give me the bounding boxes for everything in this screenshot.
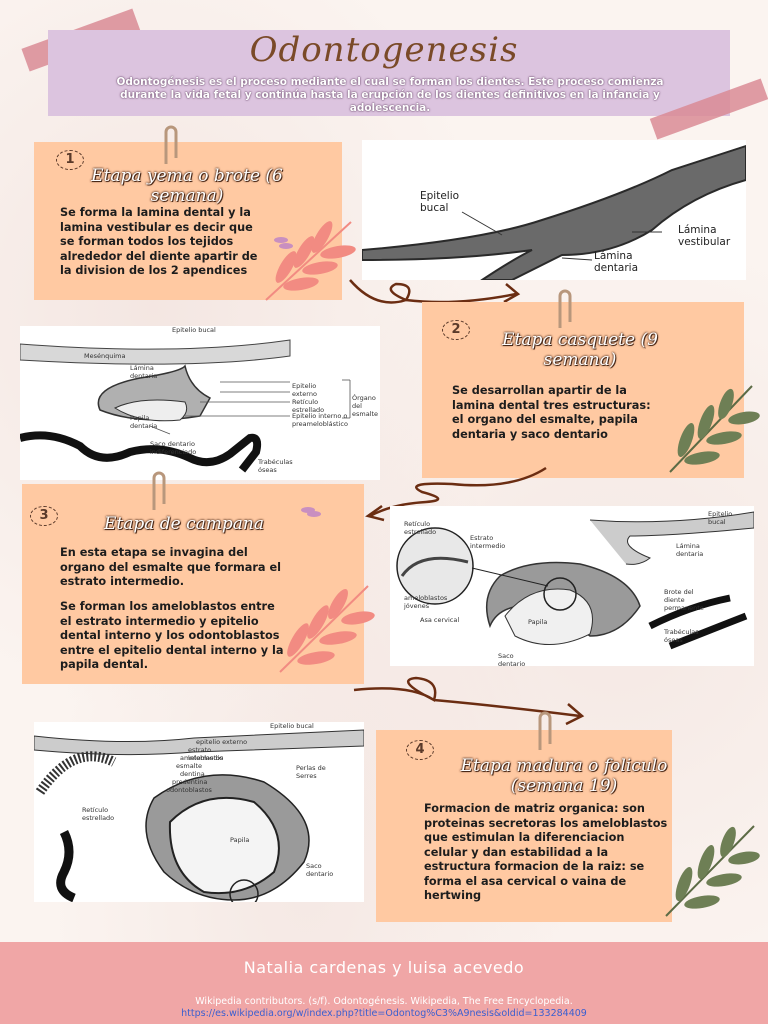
- stage-3-text-1: En esta etapa se invagina del organo del…: [60, 546, 282, 588]
- citation: Wikipedia contributors. (s/f). Odontogén…: [0, 996, 768, 1020]
- stage-2-leaf-icon: [656, 378, 766, 482]
- stage-3-number: 3: [30, 506, 58, 526]
- d3-label-6: Epitelio bucal: [708, 510, 733, 526]
- stage-3-leaf-icon: [268, 576, 384, 680]
- paperclip-icon: [534, 710, 556, 756]
- stage-1-leaf-icon: [256, 212, 366, 306]
- arrow-2-to-3: [362, 464, 552, 528]
- stage-4-title: Etapa madura o foliculo (semana 19): [460, 756, 668, 796]
- d3-label-4: Papila: [528, 618, 548, 626]
- d3-label-1: Estrato intermedio: [470, 534, 506, 550]
- header-banner: [48, 30, 730, 116]
- stage-4-number: 4: [406, 740, 434, 760]
- d2-label-0: Epitelio bucal: [172, 326, 216, 334]
- stage-3-text-2: Se forman los ameloblastos entre el estr…: [60, 600, 284, 671]
- diagram-mature-stage: [33, 722, 365, 909]
- diagram-bell-stage: [390, 506, 755, 666]
- d2-label-6: Papila dentaria: [130, 414, 158, 430]
- d4-label-10: Papila: [230, 836, 250, 844]
- stage-2-number: 2: [442, 320, 470, 340]
- d4-label-1: epitelio externo: [196, 738, 248, 746]
- d2-label-4: Retículo estrellado: [292, 398, 325, 414]
- d4-label-0: Epitelio bucal: [270, 722, 314, 730]
- diagram-bud-stage: [361, 140, 747, 281]
- stage-4-text: Formacion de matriz organica: son protei…: [424, 802, 668, 902]
- d1-label-epitelio: Epitelio bucal: [420, 190, 460, 214]
- d2-label-7: Saco dentario indiferenciado: [150, 440, 197, 456]
- diagram-cap-stage: [18, 326, 380, 480]
- d4-label-5: dentina: [180, 770, 205, 778]
- d4-label-2: estrato intermedio: [188, 746, 224, 762]
- d2-label-1: Mesénquima: [84, 352, 126, 360]
- stage-1-title: Etapa yema o brote (6 semana): [91, 166, 283, 206]
- d1-label-dentaria: Lámina dentaria: [594, 250, 638, 274]
- stage-1-text: Se forma la lamina dental y la lamina ve…: [60, 206, 258, 277]
- d2-label-5: Epitelio interno o preameloblástico: [292, 412, 348, 428]
- paperclip-icon: [554, 288, 576, 334]
- d3-label-7: Lámina dentaria: [676, 542, 704, 558]
- d3-label-0: Retículo estrellado: [404, 520, 437, 536]
- paperclip-icon: [160, 124, 182, 170]
- footer-banner: [0, 942, 768, 1024]
- stage-2-text: Se desarrollan apartir de la lamina dent…: [452, 384, 651, 441]
- d2-label-8: Trabéculas óseas: [258, 458, 293, 474]
- paperclip-icon: [148, 470, 170, 516]
- d3-label-3: Asa cervical: [420, 616, 460, 624]
- d4-label-11: Saco dentario: [306, 862, 334, 878]
- d3-label-2: ameloblastos jóvenes: [404, 594, 448, 610]
- stage-2-title: Etapa casquete (9 semana): [502, 330, 658, 370]
- d3-label-9: Trabéculas óseas: [664, 628, 699, 644]
- stage-3-title: Etapa de campana: [103, 514, 265, 534]
- d4-label-4: esmalte: [176, 762, 203, 770]
- d2-label-3: Epitelio externo: [292, 382, 317, 398]
- stage-4-card: [376, 730, 672, 922]
- d3-label-5: Saco dentario: [498, 652, 526, 668]
- page-title: Odontogenesis: [249, 30, 519, 70]
- d4-label-6: predentina: [172, 778, 208, 786]
- d4-label-8: Perlas de Serres: [296, 764, 326, 780]
- arrow-1-to-2: [346, 270, 526, 324]
- d2-label-organo: Órgano del esmalte: [352, 394, 379, 418]
- stage-1-number: 1: [56, 150, 84, 170]
- d4-label-9: Retículo estrellado: [82, 806, 115, 822]
- d4-label-7: odontoblastos: [166, 786, 212, 794]
- d1-label-vestibular: Lámina vestibular: [678, 224, 731, 248]
- stage-3-flower-icon: [300, 504, 324, 523]
- citation-link[interactable]: https://es.wikipedia.org/w/index.php?tit…: [181, 1008, 587, 1019]
- d3-label-8: Brote del diente permanente: [664, 588, 704, 612]
- authors-text: Natalia cardenas y luisa acevedo: [243, 958, 525, 977]
- intro-text: Odontogénesis es el proceso mediante el …: [116, 76, 664, 114]
- stage-3-card: [22, 484, 364, 684]
- stage-1-card: [34, 142, 342, 300]
- stage-4-leaf-icon: [654, 816, 764, 926]
- d4-label-3: ameloblastos: [180, 754, 224, 762]
- stage-2-card: [422, 302, 744, 478]
- arrow-3-to-4: [350, 670, 590, 734]
- citation-text: Wikipedia contributors. (s/f). Odontogén…: [195, 996, 573, 1007]
- d2-label-2: Lámina dentaria: [130, 364, 158, 380]
